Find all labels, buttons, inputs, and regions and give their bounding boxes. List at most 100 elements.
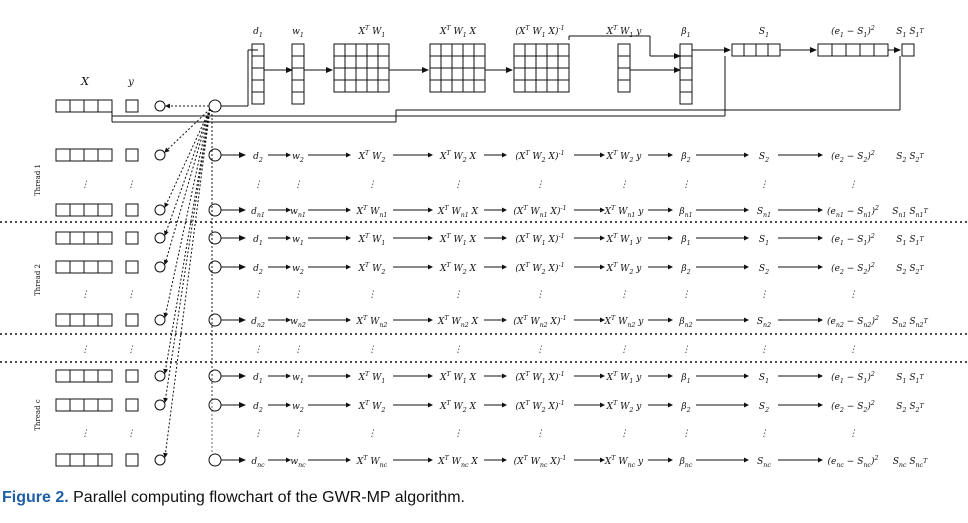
thread-2-row-1-inverse: (XT W2 X)-1 [515, 400, 564, 414]
thread-2-row-1-proc-node [208, 398, 222, 412]
thread-2-row-1-xtwy: XT W2 y [606, 400, 643, 414]
thread-2-row-2-beta: βnc [679, 457, 693, 469]
ellipsis-row: ⋮ [294, 429, 303, 439]
beta1-vector [679, 43, 693, 105]
header-residual: (e1 − S1)2 [831, 25, 875, 39]
thread-2-row-2-inverse: (XT Wnc X)-1 [514, 455, 567, 469]
ellipsis-row: ⋮ [760, 429, 769, 439]
ellipsis-row: ⋮ [760, 180, 769, 190]
fan-to-input-2 [163, 108, 211, 236]
ellipsis-gap: ⋮ [849, 345, 858, 355]
thread-1-row-0-inverse: (XT W1 X)-1 [515, 233, 564, 247]
ellipsis-row: ⋮ [254, 180, 263, 190]
thread-0-row-0-distance: d2 [253, 152, 263, 164]
header-xtw: XT W1 [358, 25, 386, 39]
fan-to-input-7 [163, 108, 211, 458]
thread-1-row-1-beta: β2 [680, 264, 690, 276]
thread-2-row-0-ssT: S1 S1T [896, 373, 924, 385]
header-hat-s: S1 [759, 27, 769, 39]
ssT-box [901, 43, 915, 57]
thread-2-row-2-distance: dnc [251, 457, 265, 469]
ellipsis-gap: ⋮ [760, 345, 769, 355]
fan-to-input-4 [163, 108, 211, 318]
thread-0-row-0-weight: w2 [292, 152, 304, 164]
thread-1-row-1-inverse: (XT W2 X)-1 [515, 262, 564, 276]
thread-2-row-2-weight: wnc [290, 457, 306, 469]
ellipsis-gap: ⋮ [536, 345, 545, 355]
thread-0-row-0-ssT: S2 S2T [896, 152, 924, 164]
ellipsis-row: ⋮ [81, 180, 90, 190]
thread-1-row-2-distance: dn2 [251, 317, 265, 329]
ellipsis-row: ⋮ [849, 429, 858, 439]
ellipsis-gap: ⋮ [454, 345, 463, 355]
input-output-node [154, 100, 166, 112]
thread-1-row-2-ssT: Sn2 Sn2T [892, 317, 928, 329]
ellipsis-row: ⋮ [81, 290, 90, 300]
d1-vector [251, 43, 265, 105]
ellipsis-row: ⋮ [254, 290, 263, 300]
ellipsis-row: ⋮ [81, 429, 90, 439]
thread-1-row-0-hat-s: S1 [759, 235, 769, 247]
thread-1-row-1-xtwy: XT W2 y [606, 262, 643, 276]
thread-1-row-1-y [125, 260, 139, 274]
thread-1-row-0-xtw: XT W1 [358, 233, 386, 247]
fan-to-input-5 [163, 108, 211, 374]
ellipsis-row: ⋮ [760, 290, 769, 300]
thread-2-row-0-hat-s: S1 [759, 373, 769, 385]
header-xtwy: XT W1 y [606, 25, 643, 39]
thread-0-row-1-weight: wn1 [290, 207, 306, 219]
ellipsis-row: ⋮ [536, 180, 545, 190]
ellipsis-row: ⋮ [368, 429, 377, 439]
ellipsis-row: ⋮ [849, 180, 858, 190]
figure-label: Figure 2. [2, 489, 69, 506]
thread-1-row-0-xtwx: XT W1 X [439, 233, 477, 247]
thread-0-row-0-out-node [154, 149, 166, 161]
thread-1-row-1-residual: (e2 − S2)2 [831, 262, 875, 276]
distributor-node [208, 99, 222, 113]
thread-0-row-0-hat-s: S2 [759, 152, 769, 164]
thread-1-row-2-beta: βn2 [678, 317, 692, 329]
header-inverse: (XT W1 X)-1 [515, 25, 564, 39]
thread-0-row-1-inverse: (XT Wn1 X)-1 [513, 205, 566, 219]
thread-0-row-0-xtwy: XT W2 y [606, 150, 643, 164]
thread-1-row-2-xtwy: XT Wn2 y [604, 315, 645, 329]
thread-0-row-1-proc-node [208, 203, 222, 217]
thread-0-row-1-out-node [154, 204, 166, 216]
thread-1-row-1-hat-s: S2 [759, 264, 769, 276]
ellipsis-row: ⋮ [620, 429, 629, 439]
thread-1-row-1-distance: d2 [253, 264, 263, 276]
thread-2-row-1-hat-s: S2 [759, 402, 769, 414]
thread-1-row-0-out-node [154, 232, 166, 244]
thread-1-row-0-beta: β1 [680, 235, 690, 247]
thread-2-row-0-xtwx: XT W1 X [439, 371, 477, 385]
thread-1-row-0-weight: w1 [292, 235, 304, 247]
ellipsis-row: ⋮ [620, 180, 629, 190]
thread-2-row-2-xtwx: XT Wnc X [437, 455, 478, 469]
thread-0-row-1-distance: dn1 [251, 207, 265, 219]
thread-0-row-1-beta: βn1 [678, 207, 692, 219]
thread-2-row-0-xtw: XT W1 [358, 371, 386, 385]
thread-0-row-0-y [125, 148, 139, 162]
thread-2-row-0-xtwy: XT W1 y [606, 371, 643, 385]
thread-1-row-1-xtw: XT W2 [358, 262, 386, 276]
w1-vector [291, 43, 305, 105]
ellipsis-row: ⋮ [368, 180, 377, 190]
thread-2-row-1-beta: β2 [680, 402, 690, 414]
thread-0-row-1-y [125, 203, 139, 217]
fan-to-input-6 [163, 108, 211, 403]
thread-2-row-1-xtw: XT W2 [358, 400, 386, 414]
thread-label: Thread 1 [34, 164, 42, 196]
thread-0-row-0-proc-node [208, 148, 222, 162]
thread-0-row-1-hat-s: Sn1 [757, 207, 771, 219]
fan-to-input-1 [164, 108, 211, 208]
thread-2-row-2-ssT: Snc SncT [893, 457, 928, 469]
header-beta: β1 [680, 27, 690, 39]
thread-2-row-0-proc-node [208, 369, 222, 383]
thread-1-row-2-out-node [154, 314, 166, 326]
thread-1-row-1-xtwx: XT W2 X [439, 262, 477, 276]
thread-2-row-1-ssT: S2 S2T [896, 402, 924, 414]
thread-1-row-2-weight: wn2 [290, 317, 306, 329]
thread-2-row-0-y [125, 369, 139, 383]
thread-2-row-1-y [125, 398, 139, 412]
